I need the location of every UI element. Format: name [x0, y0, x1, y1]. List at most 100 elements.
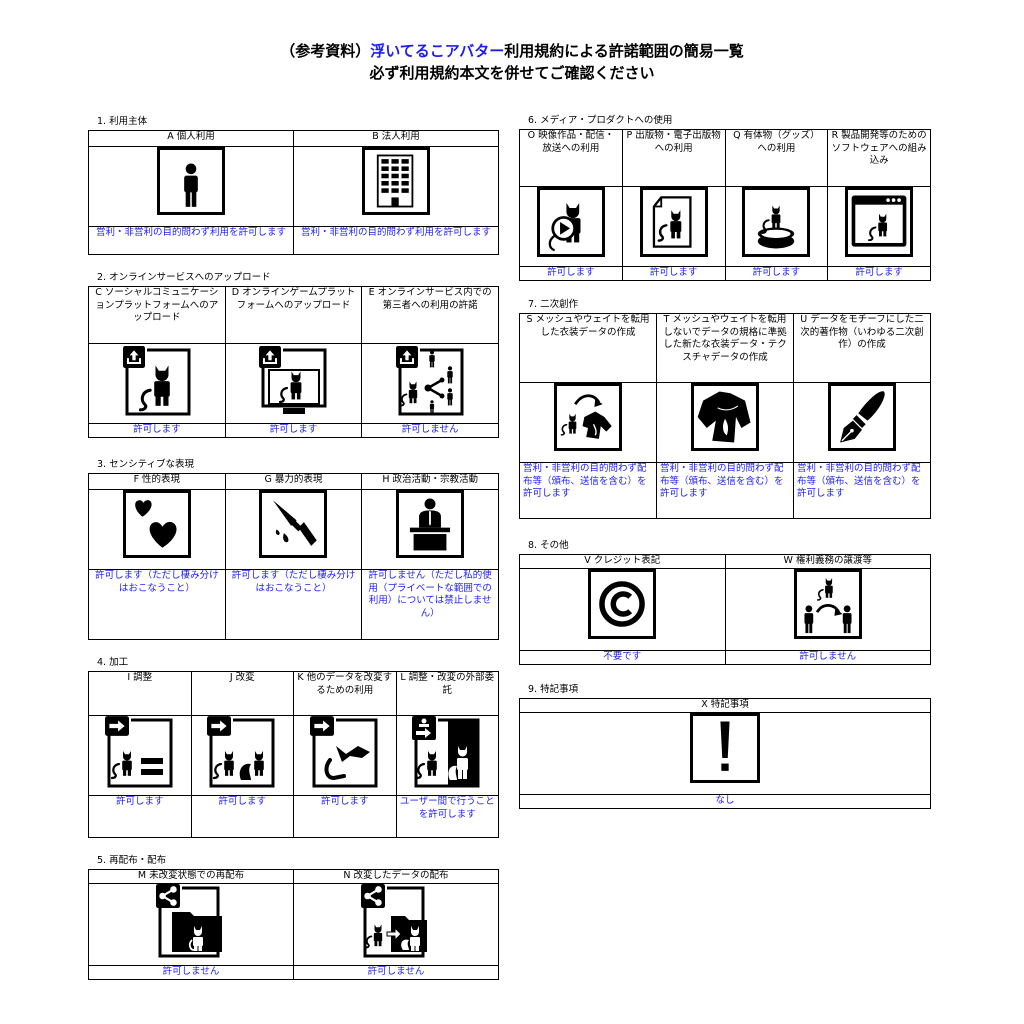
item-header: D オンラインゲームプラットフォームへのアップロード	[224, 286, 363, 344]
permission-table: A 個人利用 B 法人利用	[88, 130, 499, 255]
knife-icon	[259, 490, 328, 558]
section-usage-subject: 1. 利用主体 A 個人利用 B 法人利用	[88, 116, 499, 255]
section-label: 1. 利用主体	[97, 116, 148, 127]
item-result: 不要です	[519, 650, 726, 665]
item-result: ユーザー間で行うことを許可します	[395, 795, 499, 838]
mesh-to-clothes-icon	[554, 383, 622, 451]
hearts-icon	[122, 490, 191, 558]
avatar-name: 浮いてるこアバター	[370, 42, 505, 60]
share-folder-icon	[156, 884, 226, 958]
exclamation-icon	[690, 713, 760, 783]
section-label: 7. 二次創作	[528, 299, 579, 310]
item-header: E オンラインサービス内での第三者への利用の許諾	[361, 286, 499, 344]
adjust-equal-icon	[104, 716, 175, 788]
title-suffix: 利用規約による許諾範囲の簡易一覧	[504, 42, 744, 60]
page-subtitle: 必ず利用規約本文を併せてご確認ください	[369, 64, 655, 82]
item-result: 許可しません	[361, 423, 499, 438]
item-header: Q 有体物（グッズ）への利用	[724, 129, 829, 187]
item-result: なし	[519, 794, 931, 809]
item-header: K 他のデータを改変するための利用	[293, 671, 397, 716]
item-header: F 性的表現	[88, 473, 226, 490]
pen-nib-icon	[828, 383, 896, 451]
section-processing: 4. 加工 I 調整 J 改変 K 他のデータを改変するための利用 L 調整・改…	[88, 657, 499, 838]
item-header: M 未改変状態での再配布	[88, 869, 294, 884]
section-redistribution: 5. 再配布・配布 M 未改変状態での再配布 N 改変したデータの配布	[88, 855, 499, 980]
section-online-upload: 2. オンラインサービスへのアップロード C ソーシャルコミュニケーションプラッ…	[88, 272, 499, 438]
section-special-notes: 9. 特記事項 X 特記事項 なし	[519, 684, 931, 809]
section-other: 8. その他 V クレジット表記 W 権利義務の譲渡等	[519, 540, 931, 665]
item-header: A 個人利用	[88, 130, 294, 147]
item-result: 許可しません	[88, 965, 294, 980]
upload-share-users-icon	[394, 344, 466, 418]
section-label: 2. オンラインサービスへのアップロード	[97, 272, 271, 283]
title-prefix: （参考資料）	[280, 42, 371, 60]
item-result: 許可しません（ただし私的使用（プライベートな範囲での利用）については禁止しません…	[361, 569, 499, 640]
permission-table: C ソーシャルコミュニケーションプラットフォームへのアップロード D オンライン…	[88, 286, 499, 438]
permission-table: S メッシュやウェイトを転用した衣装データの作成 T メッシュやウェイトを転用し…	[519, 313, 931, 519]
clothes-icon	[691, 383, 759, 451]
item-header: S メッシュやウェイトを転用した衣装データの作成	[519, 313, 657, 383]
item-header: U データをモチーフにした二次的著作物（いわゆる二次創作）の作成	[793, 313, 931, 383]
item-result: 許可します	[621, 266, 726, 281]
permission-table: X 特記事項 なし	[519, 698, 931, 809]
permission-table: F 性的表現 G 暴力的表現 H 政治活動・宗教活動	[88, 473, 499, 640]
item-result: 許可します	[293, 795, 397, 838]
video-play-icon	[536, 187, 605, 257]
item-result: 許可します	[224, 423, 363, 438]
item-result: 許可します	[190, 795, 294, 838]
item-header: O 映像作品・配信・放送への利用	[519, 129, 623, 187]
copyright-icon	[588, 569, 657, 639]
item-header: N 改変したデータの配布	[293, 869, 499, 884]
permission-table: V クレジット表記 W 権利義務の譲渡等	[519, 554, 931, 665]
item-header: I 調整	[88, 671, 192, 716]
building-icon	[362, 147, 430, 215]
item-result: 許可します	[519, 266, 623, 281]
item-result: 営利・非営利の目的問わず利用を許可します	[88, 226, 294, 255]
section-derivative-works: 7. 二次創作 S メッシュやウェイトを転用した衣装データの作成 T メッシュや…	[519, 299, 931, 519]
item-header: P 出版物・電子出版物への利用	[621, 129, 726, 187]
section-label: 6. メディア・プロダクトへの使用	[528, 115, 673, 126]
item-header: G 暴力的表現	[224, 473, 363, 490]
section-label: 3. センシティブな表現	[97, 459, 195, 470]
item-result: 許可しません	[293, 965, 499, 980]
upload-avatar-icon	[121, 344, 193, 418]
item-header: C ソーシャルコミュニケーションプラットフォームへのアップロード	[88, 286, 226, 344]
item-result: 営利・非営利の目的問わず配布等（頒布、送信を含む）を許可します	[519, 462, 657, 519]
item-header: B 法人利用	[293, 130, 499, 147]
person-icon	[157, 147, 225, 215]
share-modified-icon	[361, 884, 431, 958]
section-label: 5. 再配布・配布	[97, 855, 167, 866]
item-result: 許可します	[724, 266, 829, 281]
software-window-icon	[845, 187, 914, 257]
item-result: 許可します	[827, 266, 931, 281]
parts-reuse-icon	[309, 716, 380, 788]
item-result: 営利・非営利の目的問わず利用を許可します	[293, 226, 499, 255]
item-header: X 特記事項	[519, 698, 931, 713]
permission-table: M 未改変状態での再配布 N 改変したデータの配布	[88, 869, 499, 980]
page-title: （参考資料）浮いてるこアバター利用規約による許諾範囲の簡易一覧	[0, 40, 1024, 62]
section-media-product: 6. メディア・プロダクトへの使用 O 映像作品・配信・放送への利用 P 出版物…	[519, 115, 931, 281]
item-result: 許可しません	[724, 650, 931, 665]
item-result: 営利・非営利の目的問わず配布等（頒布、送信を含む）を許可します	[656, 462, 794, 519]
podium-speaker-icon	[396, 490, 465, 558]
modify-avatar-icon	[207, 716, 277, 788]
item-header: J 改変	[190, 671, 294, 716]
document-avatar-icon	[639, 187, 708, 257]
permission-table: I 調整 J 改変 K 他のデータを改変するための利用 L 調整・改変の外部委託	[88, 671, 499, 838]
item-header: T メッシュやウェイトを転用しないでデータの規格に準拠した新たな衣装データ・テク…	[656, 313, 794, 383]
item-header: H 政治活動・宗教活動	[361, 473, 499, 490]
section-label: 4. 加工	[97, 657, 129, 668]
section-sensitive-expression: 3. センシティブな表現 F 性的表現 G 暴力的表現 H 政治活動・宗教活動	[88, 459, 499, 640]
item-result: 営利・非営利の目的問わず配布等（頒布、送信を含む）を許可します	[793, 462, 931, 519]
item-result: 許可します（ただし棲み分けはおこなうこと）	[88, 569, 226, 640]
section-label: 9. 特記事項	[528, 684, 579, 695]
transfer-rights-icon	[793, 569, 862, 639]
item-result: 許可します（ただし棲み分けはおこなうこと）	[224, 569, 363, 640]
item-result: 許可します	[88, 795, 192, 838]
upload-monitor-icon	[257, 344, 329, 418]
section-label: 8. その他	[528, 540, 569, 551]
item-header: R 製品開発等のためのソフトウェアへの組み込み	[827, 129, 931, 187]
item-result: 許可します	[88, 423, 226, 438]
outsource-icon	[412, 716, 482, 788]
item-header: W 権利義務の譲渡等	[724, 554, 931, 569]
